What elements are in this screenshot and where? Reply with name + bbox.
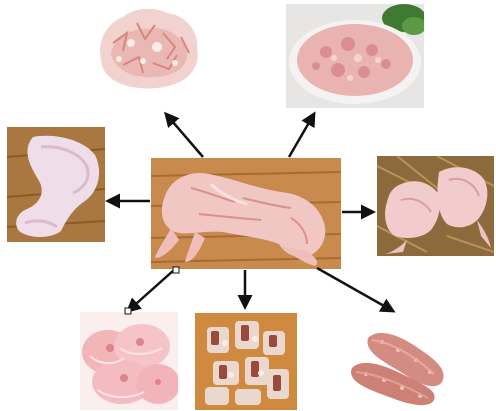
sausages-icon bbox=[342, 320, 454, 408]
bone-chops-icon bbox=[195, 313, 297, 410]
rabbit-hindquarters-icon bbox=[377, 156, 494, 256]
arrow-to-minced-meat bbox=[166, 114, 203, 157]
arrow-to-meat-slices bbox=[128, 270, 174, 311]
arrow-to-ground-meat-plate bbox=[289, 114, 314, 157]
meat-slices-icon bbox=[80, 312, 178, 410]
arrow-to-sausages bbox=[317, 268, 393, 311]
whole-rabbit-carcass-icon bbox=[151, 158, 341, 269]
rabbit-leg-icon bbox=[7, 127, 105, 242]
ground-meat-plate-icon bbox=[286, 4, 424, 108]
minced-meat-icon bbox=[93, 3, 205, 90]
